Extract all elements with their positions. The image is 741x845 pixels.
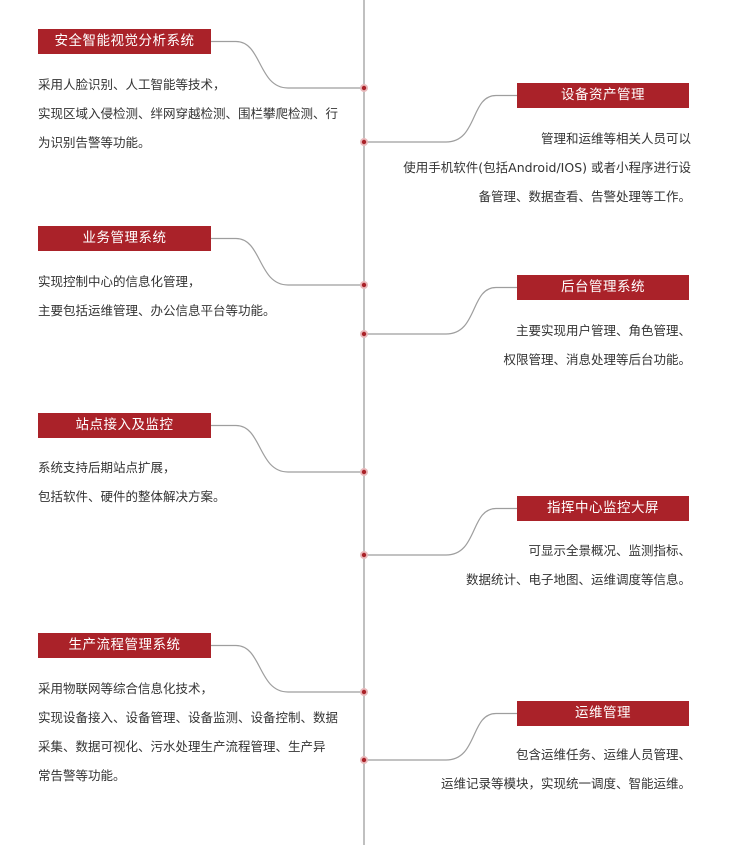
description-line: 管理和运维等相关人员可以 — [540, 131, 691, 146]
timeline-node-dot — [361, 85, 367, 91]
description-line: 数据统计、电子地图、运维调度等信息。 — [465, 572, 691, 587]
description-line: 主要包括运维管理、办公信息平台等功能。 — [38, 303, 276, 318]
connector-curve — [211, 40, 364, 89]
connector-curve — [364, 507, 517, 556]
item-description: 采用人脸识别、人工智能等技术， 实现区域入侵检测、绊网穿越检测、围栏攀爬检测、行为… — [38, 70, 338, 157]
description-line: 包括软件、硬件的整体解决方案。 — [38, 489, 226, 504]
timeline-node-dot — [361, 282, 367, 288]
timeline-node-dot — [361, 469, 367, 475]
timeline-node-dot — [361, 331, 367, 337]
connector-curve — [364, 712, 517, 761]
description-line: 可显示全景概况、监测指标、 — [528, 543, 691, 558]
item-title-tag: 安全智能视觉分析系统 — [38, 29, 211, 54]
description-line: 包含运维任务、运维人员管理、 — [515, 747, 691, 762]
description-line: 实现设备接入、设备管理、设备监测、设备控制、数据 — [38, 710, 339, 725]
item-title-tag: 业务管理系统 — [38, 226, 211, 251]
item-description: 包含运维任务、运维人员管理、运维记录等模块，实现统一调度、智能运维。 — [441, 740, 691, 798]
description-line: 运维记录等模块，实现统一调度、智能运维。 — [440, 776, 691, 791]
connector-curve — [364, 94, 517, 143]
item-title-tag: 站点接入及监控 — [38, 413, 211, 438]
timeline-node-dot — [361, 689, 367, 695]
description-line: 系统支持后期站点扩展， — [38, 460, 176, 475]
item-description: 采用物联网等综合信息化技术， 实现设备接入、设备管理、设备监测、设备控制、数据采集… — [38, 674, 338, 790]
item-title-tag: 运维管理 — [517, 701, 689, 726]
description-line: 权限管理、消息处理等后台功能。 — [503, 352, 691, 367]
description-line: 实现区域入侵检测、绊网穿越检测、围栏攀爬检测、行 — [38, 106, 339, 121]
item-description: 管理和运维等相关人员可以使用手机软件(包括Android/IOS) 或者小程序进… — [403, 124, 691, 211]
description-line: 采用人脸识别、人工智能等技术， — [38, 77, 226, 92]
description-line: 常告警等功能。 — [38, 768, 126, 783]
description-line: 使用手机软件(包括Android/IOS) 或者小程序进行设 — [403, 160, 691, 175]
description-line: 采集、数据可视化、污水处理生产流程管理、生产异 — [38, 739, 326, 754]
connector-curve — [211, 424, 364, 473]
item-description: 主要实现用户管理、角色管理、权限管理、消息处理等后台功能。 — [503, 316, 691, 374]
description-line: 采用物联网等综合信息化技术， — [38, 681, 214, 696]
description-line: 主要实现用户管理、角色管理、 — [515, 323, 691, 338]
item-description: 系统支持后期站点扩展， 包括软件、硬件的整体解决方案。 — [38, 453, 226, 511]
description-line: 备管理、数据查看、告警处理等工作。 — [478, 189, 691, 204]
item-description: 可显示全景概况、监测指标、数据统计、电子地图、运维调度等信息。 — [466, 536, 691, 594]
item-description: 实现控制中心的信息化管理， 主要包括运维管理、办公信息平台等功能。 — [38, 267, 276, 325]
item-title-tag: 设备资产管理 — [517, 83, 689, 108]
description-line: 为识别告警等功能。 — [38, 135, 151, 150]
connector-curve — [211, 644, 364, 693]
timeline-node-dot — [361, 552, 367, 558]
timeline-node-dot — [361, 139, 367, 145]
connector-curve — [211, 237, 364, 286]
connector-curve — [364, 286, 517, 335]
description-line: 实现控制中心的信息化管理， — [38, 274, 201, 289]
item-title-tag: 指挥中心监控大屏 — [517, 496, 689, 521]
timeline-node-dot — [361, 757, 367, 763]
item-title-tag: 生产流程管理系统 — [38, 633, 211, 658]
item-title-tag: 后台管理系统 — [517, 275, 689, 300]
